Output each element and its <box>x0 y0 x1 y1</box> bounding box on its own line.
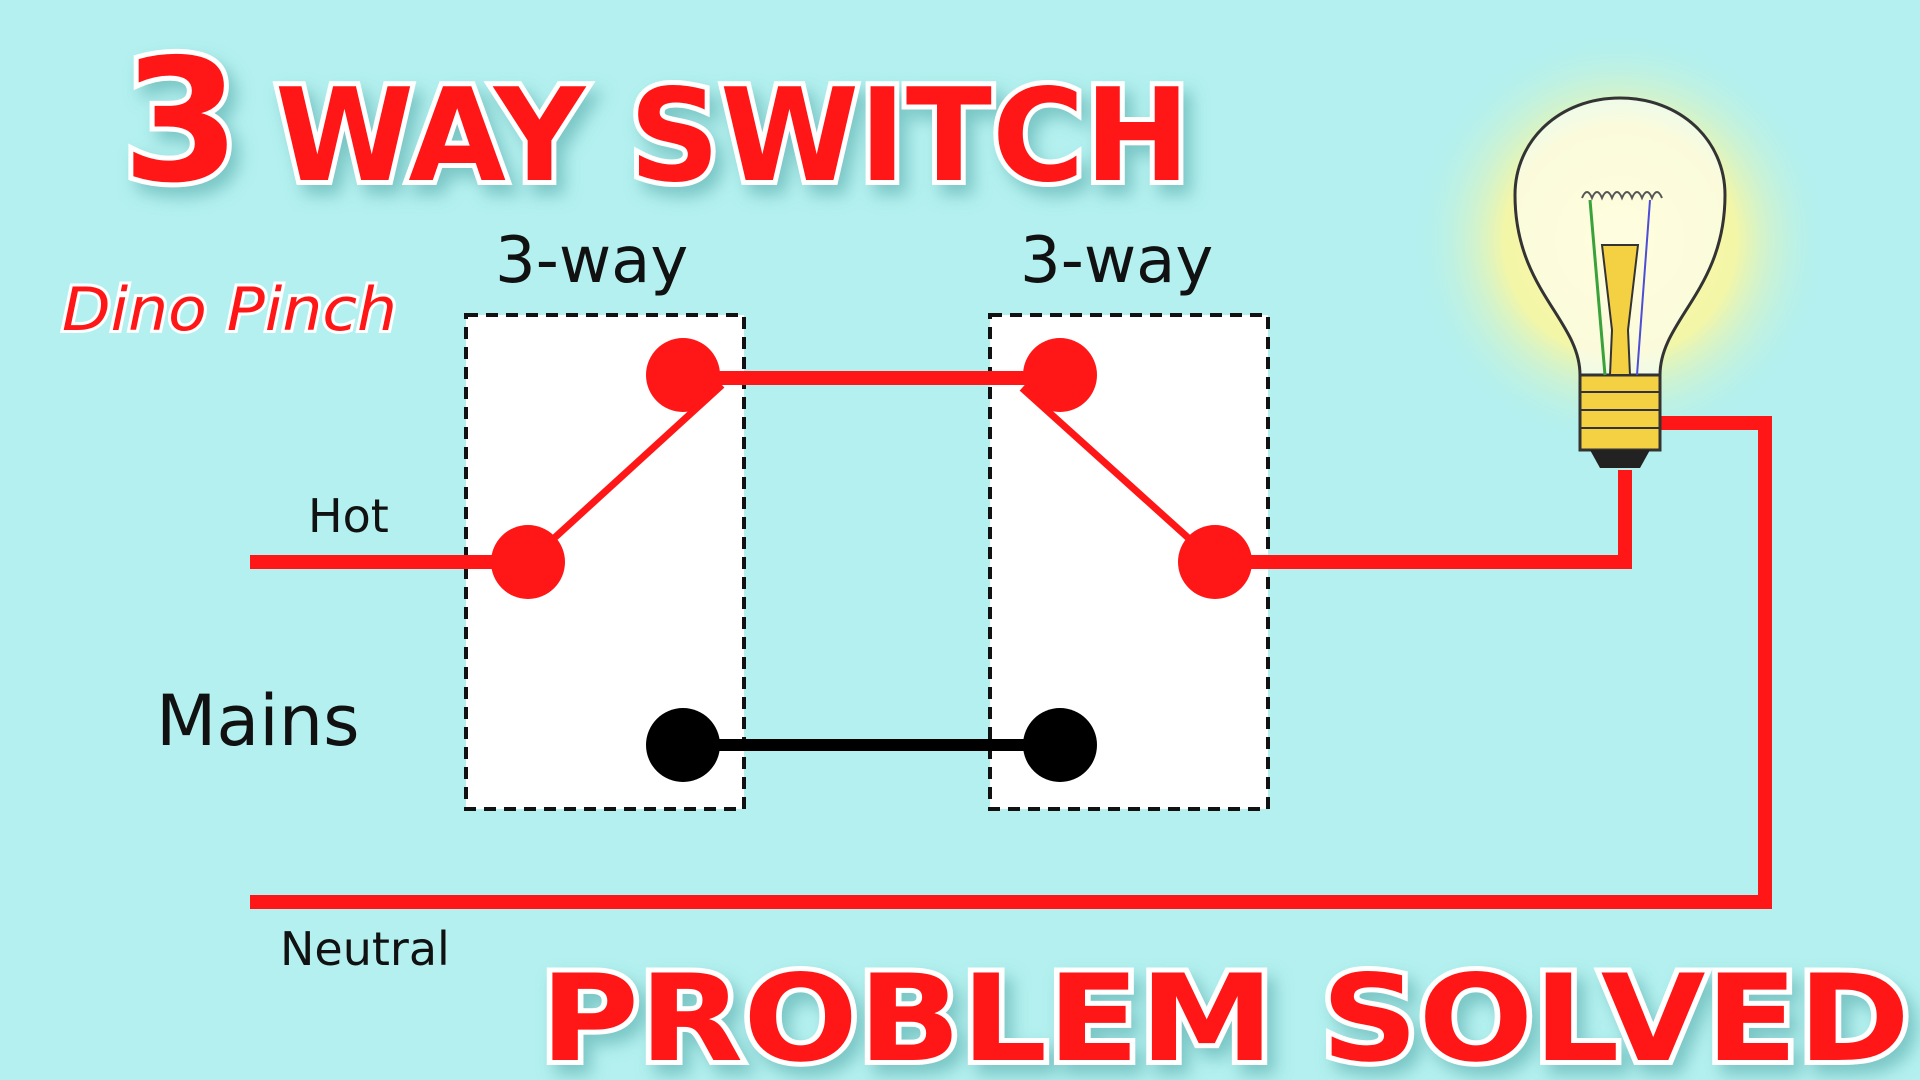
switch-leg-wire <box>1215 470 1632 569</box>
right-top-terminal <box>1023 338 1097 412</box>
neutral-label: Neutral <box>280 922 450 976</box>
right-common-terminal <box>1178 525 1252 599</box>
light-bulb-icon <box>1513 96 1727 468</box>
title: 3 WAY SWITCH <box>117 18 1195 226</box>
right-bottom-terminal <box>1023 708 1097 782</box>
terminals <box>491 338 1252 782</box>
left-top-terminal <box>646 338 720 412</box>
title-number: 3 <box>122 23 240 221</box>
right-switch-label: 3-way <box>1020 224 1213 298</box>
brand-label: Dino Pinch <box>62 275 397 345</box>
left-switch-label: 3-way <box>495 224 688 298</box>
left-common-terminal <box>491 525 565 599</box>
wires <box>250 371 1772 909</box>
neutral-wire <box>250 416 1772 909</box>
left-bottom-terminal <box>646 708 720 782</box>
hot-label: Hot <box>308 489 389 543</box>
left-switch-lever <box>525 382 725 565</box>
footer-banner: PROBLEM SOLVED <box>540 950 1910 1080</box>
mains-label: Mains <box>156 680 360 762</box>
title-text: WAY SWITCH <box>275 62 1190 211</box>
right-switch-lever <box>1019 385 1218 565</box>
